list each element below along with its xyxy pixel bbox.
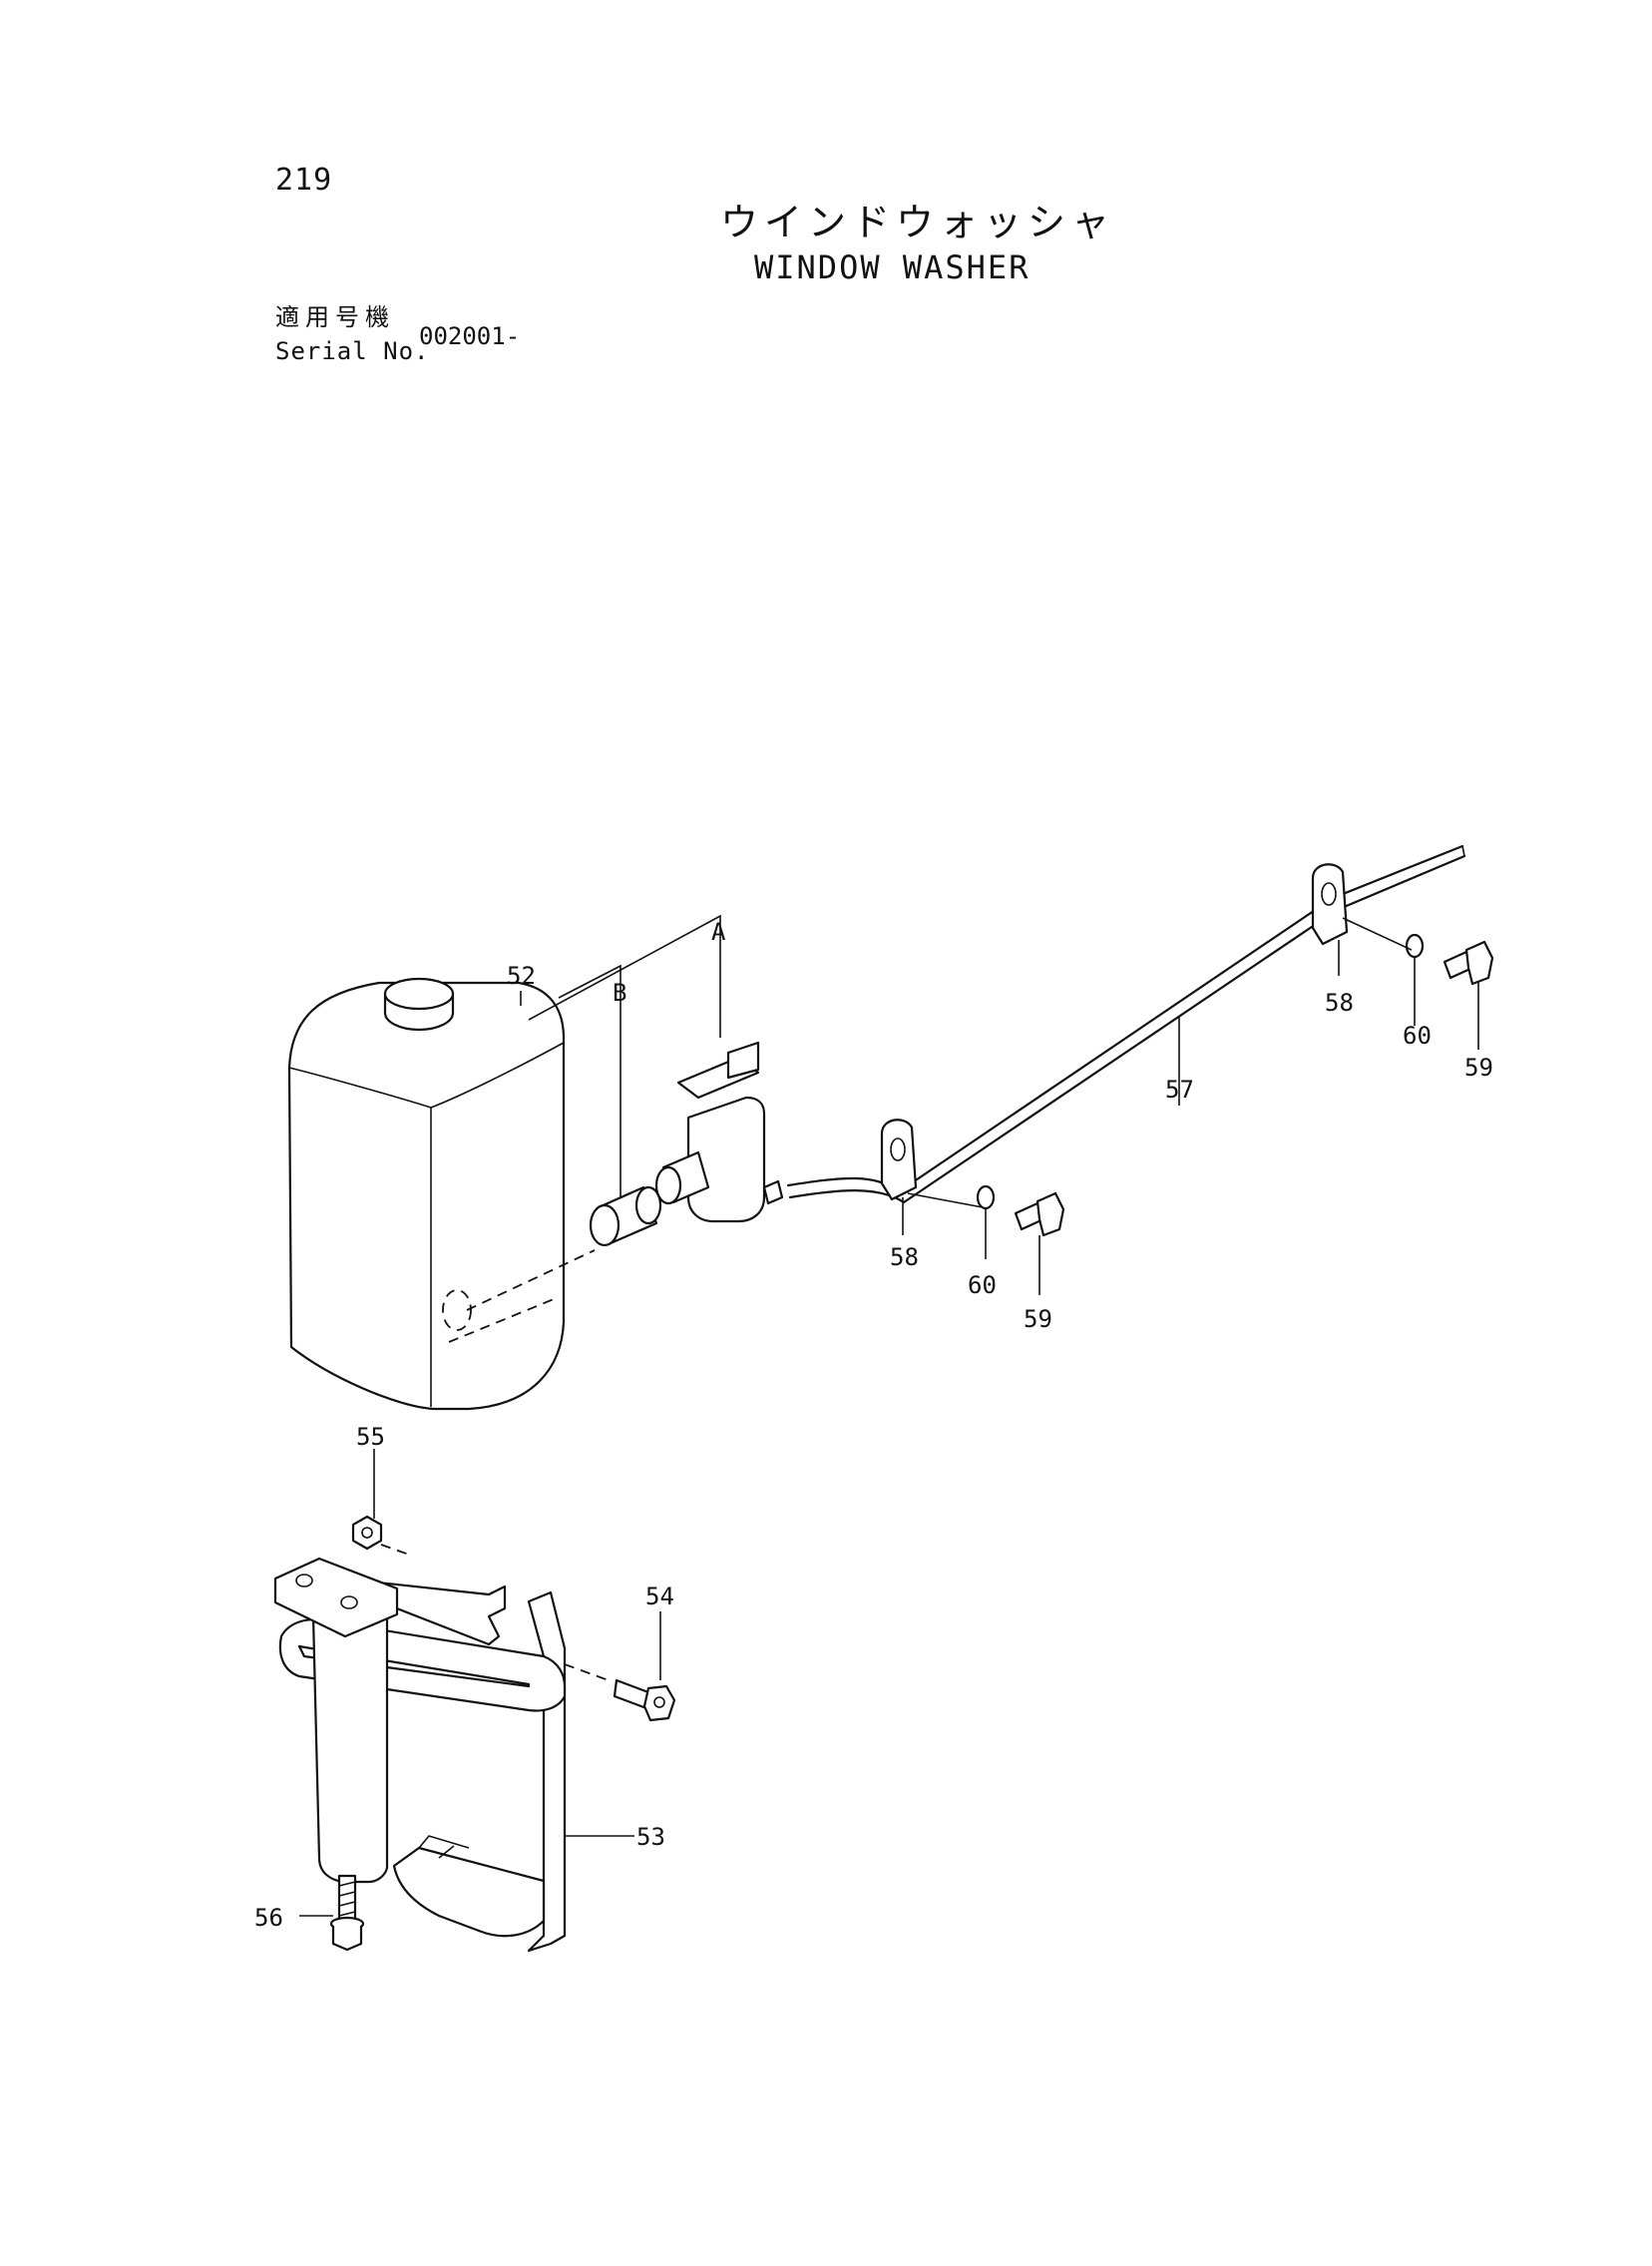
bottom-bolt — [299, 1874, 365, 1952]
callout-56: 56 — [254, 1904, 283, 1932]
washer-tank — [287, 977, 596, 1411]
callout-58-right: 58 — [1325, 989, 1354, 1017]
callout-57: 57 — [1165, 1076, 1194, 1104]
callout-53: 53 — [636, 1823, 665, 1851]
callout-58-left: 58 — [890, 1243, 919, 1271]
bolt-left — [1014, 1191, 1065, 1237]
hose-clamp-right — [1311, 863, 1413, 951]
callout-leaders — [373, 940, 1479, 1680]
nut — [351, 1515, 410, 1556]
washer-right — [1405, 933, 1425, 959]
serial-value: 002001- — [419, 322, 521, 350]
callout-54: 54 — [645, 1583, 674, 1610]
ref-label-b: B — [613, 979, 626, 1007]
reference-leaders: A B — [528, 914, 726, 1197]
callout-60-right: 60 — [1403, 1022, 1432, 1050]
serial-label-english: Serial No. — [275, 337, 430, 365]
callout-59-left: 59 — [1024, 1305, 1052, 1333]
callout-52: 52 — [507, 962, 536, 990]
bolt-right — [1443, 940, 1494, 986]
washer-left — [976, 1184, 996, 1210]
title-japanese: ウインドウォッシャ — [720, 201, 1116, 244]
washer-pump — [654, 1041, 784, 1223]
callout-59-right: 59 — [1464, 1054, 1493, 1082]
ref-label-a: A — [711, 918, 726, 946]
title-english: WINDOW WASHER — [754, 248, 1031, 286]
serial-label-japanese: 適用号機 — [275, 303, 395, 331]
grommet — [589, 1185, 662, 1247]
callout-55: 55 — [356, 1423, 385, 1451]
tank-bracket — [273, 1557, 634, 1953]
callout-60-left: 60 — [968, 1271, 997, 1299]
page-number: 219 — [275, 163, 333, 198]
hose-clamp-left — [880, 1119, 984, 1208]
bracket-bolt — [564, 1663, 676, 1722]
